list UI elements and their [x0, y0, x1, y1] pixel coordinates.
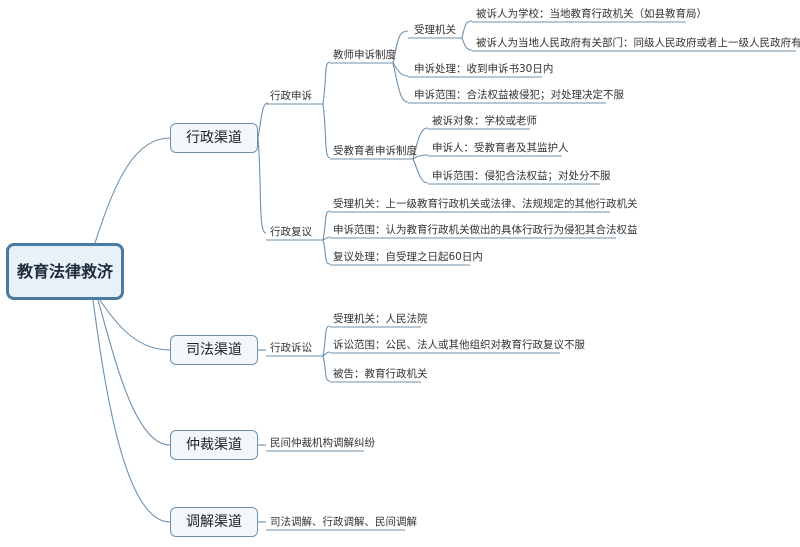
- teacher-appeal-system[interactable]: 教师申诉制度: [333, 49, 396, 61]
- root-node[interactable]: 教育法律救济: [6, 243, 124, 300]
- arbitration-text[interactable]: 民间仲裁机构调解纠纷: [270, 437, 375, 449]
- judicial-defendant[interactable]: 被告：教育行政机关: [333, 368, 428, 380]
- channel-admin[interactable]: 行政渠道: [170, 123, 258, 153]
- review-scope[interactable]: 申诉范围：认为教育行政机关做出的具体行政行为侵犯其合法权益: [333, 224, 638, 236]
- admin-appeal[interactable]: 行政申诉: [270, 90, 312, 102]
- review-handling[interactable]: 复议处理：自受理之日起60日内: [333, 251, 483, 263]
- channel-judicial[interactable]: 司法渠道: [170, 335, 258, 365]
- student-appellant[interactable]: 申诉人：受教育者及其监护人: [432, 142, 569, 154]
- accept-school[interactable]: 被诉人为学校：当地教育行政机关（如县教育局）: [476, 8, 707, 20]
- teacher-handling[interactable]: 申诉处理：收到申诉书30日内: [414, 63, 554, 75]
- channel-arbitration[interactable]: 仲裁渠道: [170, 430, 258, 460]
- review-org[interactable]: 受理机关：上一级教育行政机关或法律、法规规定的其他行政机关: [333, 198, 638, 210]
- student-appeal-system[interactable]: 受教育者申诉制度: [333, 145, 417, 157]
- judicial-org[interactable]: 受理机关：人民法院: [333, 313, 428, 325]
- judicial-plaintiff[interactable]: 诉讼范围：公民、法人或其他组织对教育行政复议不服: [333, 339, 585, 351]
- accept-org[interactable]: 受理机关: [414, 24, 456, 36]
- mediation-text[interactable]: 司法调解、行政调解、民间调解: [270, 516, 417, 528]
- student-respondent[interactable]: 被诉对象：学校或老师: [432, 115, 537, 127]
- accept-gov[interactable]: 被诉人为当地人民政府有关部门：同级人民政府或者上一级人民政府有关部门: [476, 37, 800, 49]
- channel-mediation[interactable]: 调解渠道: [170, 507, 258, 537]
- admin-review[interactable]: 行政复议: [270, 226, 312, 238]
- student-scope[interactable]: 申诉范围：侵犯合法权益；对处分不服: [432, 170, 611, 182]
- judicial-litigation[interactable]: 行政诉讼: [270, 342, 312, 354]
- teacher-scope[interactable]: 申诉范围：合法权益被侵犯；对处理决定不服: [414, 89, 624, 101]
